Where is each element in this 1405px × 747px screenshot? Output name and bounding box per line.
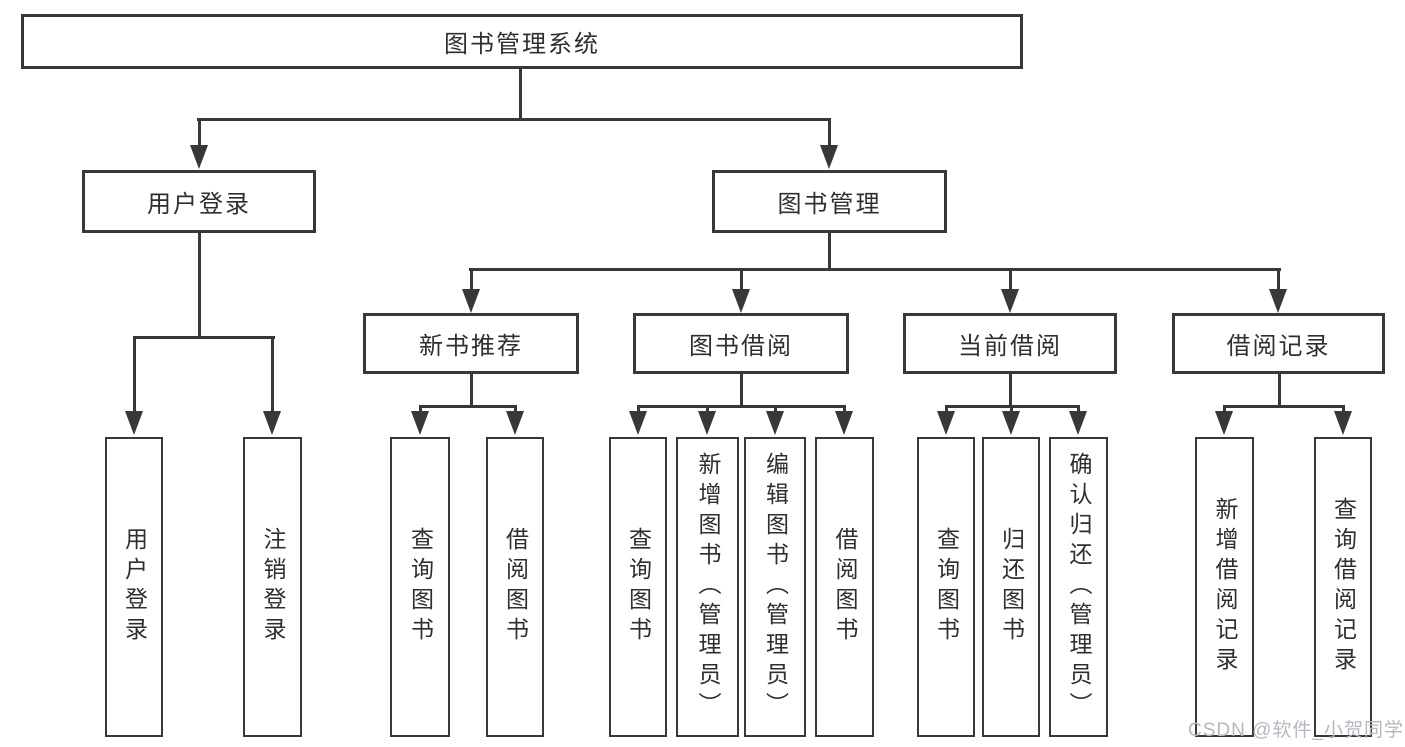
node-label: 用户登录	[147, 191, 251, 218]
node-label: 新书推荐	[419, 333, 523, 360]
connector-line	[843, 405, 846, 413]
connector-line	[1342, 405, 1345, 413]
connector-line	[1278, 374, 1281, 408]
watermark: CSDN @软件_小贺同学	[1188, 720, 1404, 741]
arrow-down-icon	[698, 411, 716, 435]
arrow-down-icon	[411, 411, 429, 435]
leaf-current-return-books: 归还图书	[982, 437, 1040, 737]
arrow-down-icon	[190, 145, 208, 169]
arrow-down-icon	[1269, 289, 1287, 313]
arrow-down-icon	[820, 145, 838, 169]
connector-line	[637, 405, 640, 413]
leaf-current-query-books: 查询图书	[917, 437, 975, 737]
node-borrowing-records: 借阅记录	[1172, 313, 1385, 374]
leaf-label: 查询图书	[407, 527, 434, 647]
connector-line	[419, 405, 517, 408]
node-label: 图书管理系统	[444, 31, 600, 58]
arrow-down-icon	[629, 411, 647, 435]
connector-line	[1277, 268, 1280, 292]
arrow-down-icon	[766, 411, 784, 435]
leaf-label: 新增图书（管理员）	[695, 452, 721, 722]
arrow-down-icon	[1215, 411, 1233, 435]
leaf-label: 借阅图书	[832, 527, 858, 647]
connector-line	[470, 268, 473, 292]
connector-line	[1009, 374, 1012, 408]
connector-line	[197, 118, 831, 121]
connector-line	[419, 405, 422, 413]
arrow-down-icon	[732, 289, 750, 313]
leaf-label: 确认归还（管理员）	[1066, 452, 1092, 722]
leaf-records-query-record: 查询借阅记录	[1314, 437, 1372, 737]
arrow-down-icon	[506, 411, 524, 435]
leaf-new-rec-borrow-books: 借阅图书	[486, 437, 544, 737]
node-book-borrowing: 图书借阅	[633, 313, 849, 374]
connector-line	[740, 268, 743, 292]
connector-line	[133, 336, 275, 339]
connector-line	[774, 405, 777, 413]
connector-line	[740, 374, 743, 408]
arrow-down-icon	[1069, 411, 1087, 435]
connector-line	[1009, 268, 1012, 292]
leaf-borrowing-borrow-books: 借阅图书	[815, 437, 874, 737]
node-label: 图书管理	[777, 191, 882, 218]
node-current-borrowing: 当前借阅	[903, 313, 1117, 374]
connector-line	[1077, 405, 1080, 413]
connector-line	[945, 405, 948, 413]
leaf-label: 用户登录	[121, 527, 148, 647]
connector-line	[198, 233, 201, 338]
connector-line	[1223, 405, 1345, 408]
arrow-down-icon	[1002, 411, 1020, 435]
leaf-new-rec-query-books: 查询图书	[390, 437, 450, 737]
connector-line	[1223, 405, 1226, 413]
node-new-book-recommend: 新书推荐	[363, 313, 579, 374]
leaf-borrowing-add-books-admin: 新增图书（管理员）	[676, 437, 739, 737]
leaf-label: 借阅图书	[502, 527, 529, 647]
connector-line	[133, 336, 136, 412]
node-label: 当前借阅	[958, 333, 1062, 360]
arrow-down-icon	[1334, 411, 1352, 435]
node-label: 借阅记录	[1226, 333, 1331, 360]
node-user-login: 用户登录	[82, 170, 316, 233]
connector-line	[519, 69, 522, 121]
leaf-logout: 注销登录	[243, 437, 302, 737]
connector-line	[469, 268, 1281, 271]
connector-line	[637, 405, 846, 408]
leaf-label: 查询图书	[933, 527, 960, 647]
arrow-down-icon	[125, 411, 143, 435]
connector-line	[1010, 405, 1013, 413]
node-book-management: 图书管理	[712, 170, 947, 233]
leaf-label: 注销登录	[260, 527, 286, 647]
connector-line	[828, 233, 831, 271]
arrow-down-icon	[263, 411, 281, 435]
node-label: 图书借阅	[689, 333, 793, 360]
connector-line	[706, 405, 709, 413]
leaf-label: 查询图书	[625, 527, 652, 647]
connector-line	[198, 118, 201, 148]
connector-line	[470, 374, 473, 408]
arrow-down-icon	[462, 289, 480, 313]
leaf-user-login: 用户登录	[105, 437, 163, 737]
leaf-label: 归还图书	[998, 527, 1025, 647]
leaf-records-add-record: 新增借阅记录	[1195, 437, 1254, 737]
arrow-down-icon	[1001, 289, 1019, 313]
node-book-management-system: 图书管理系统	[21, 14, 1023, 69]
connector-line	[828, 118, 831, 148]
leaf-borrowing-edit-books-admin: 编辑图书（管理员）	[744, 437, 806, 737]
arrow-down-icon	[835, 411, 853, 435]
leaf-label: 查询借阅记录	[1330, 497, 1357, 677]
leaf-current-confirm-return-admin: 确认归还（管理员）	[1049, 437, 1108, 737]
arrow-down-icon	[937, 411, 955, 435]
connector-line	[514, 405, 517, 413]
leaf-label: 编辑图书（管理员）	[762, 452, 789, 722]
leaf-label: 新增借阅记录	[1212, 497, 1238, 677]
leaf-borrowing-query-books: 查询图书	[609, 437, 667, 737]
connector-line	[271, 336, 274, 412]
